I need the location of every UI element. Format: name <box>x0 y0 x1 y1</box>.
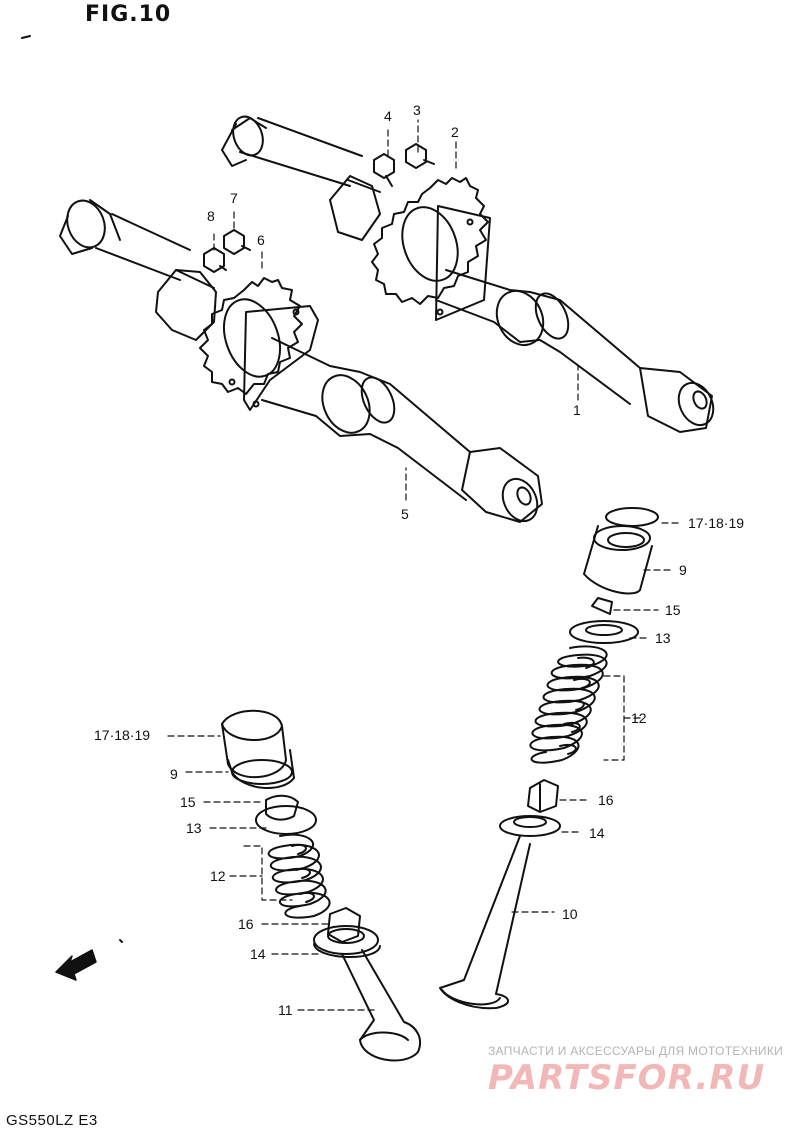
callout-17-18-19-left[interactable]: 17·18·19 <box>94 727 151 743</box>
callout-16-right[interactable]: 16 <box>598 792 614 808</box>
callout-10[interactable]: 10 <box>562 906 578 922</box>
callout-2[interactable]: 2 <box>451 124 459 140</box>
callout-15-left[interactable]: 15 <box>180 794 196 810</box>
callout-7[interactable]: 7 <box>230 190 238 206</box>
callout-13-right[interactable]: 13 <box>655 630 671 646</box>
sprocket-bolts <box>203 143 435 273</box>
valve-assembly-right <box>439 507 659 1010</box>
callout-3[interactable]: 3 <box>413 102 421 118</box>
callout-14-left[interactable]: 14 <box>250 946 266 962</box>
cam-sprocket-2 <box>371 177 491 321</box>
callout-5[interactable]: 5 <box>401 506 409 522</box>
callout-12-right[interactable]: 12 <box>631 710 647 726</box>
callout-12-left[interactable]: 12 <box>210 868 226 884</box>
callout-1[interactable]: 1 <box>573 402 581 418</box>
callout-15-right[interactable]: 15 <box>665 602 681 618</box>
camshaft-intake <box>59 199 543 523</box>
callout-17-18-19-right[interactable]: 17·18·19 <box>688 515 745 531</box>
callout-9-left[interactable]: 9 <box>170 766 178 782</box>
camshaft-exhaust <box>221 115 715 433</box>
callout-9-right[interactable]: 9 <box>679 562 687 578</box>
callout-14-right[interactable]: 14 <box>589 825 605 841</box>
front-arrow-icon <box>55 949 97 981</box>
model-code: GS550LZ E3 <box>6 1112 98 1129</box>
callout-8[interactable]: 8 <box>207 208 215 224</box>
watermark-brand: PARTSFOR.RU <box>488 1058 766 1098</box>
cam-sprocket-6 <box>199 277 319 411</box>
figure-title: FIG.10 <box>85 2 172 27</box>
callout-13-left[interactable]: 13 <box>186 820 202 836</box>
watermark-tagline: ЗАПЧАСТИ И АКСЕССУАРЫ ДЛЯ МОТОТЕХНИКИ <box>488 1044 784 1058</box>
leader-lines <box>167 119 681 1011</box>
callout-4[interactable]: 4 <box>384 108 392 124</box>
valve-assembly-left <box>221 709 422 1062</box>
callout-16-left[interactable]: 16 <box>238 916 254 932</box>
callout-6[interactable]: 6 <box>257 232 265 248</box>
callout-11[interactable]: 11 <box>278 1002 293 1018</box>
